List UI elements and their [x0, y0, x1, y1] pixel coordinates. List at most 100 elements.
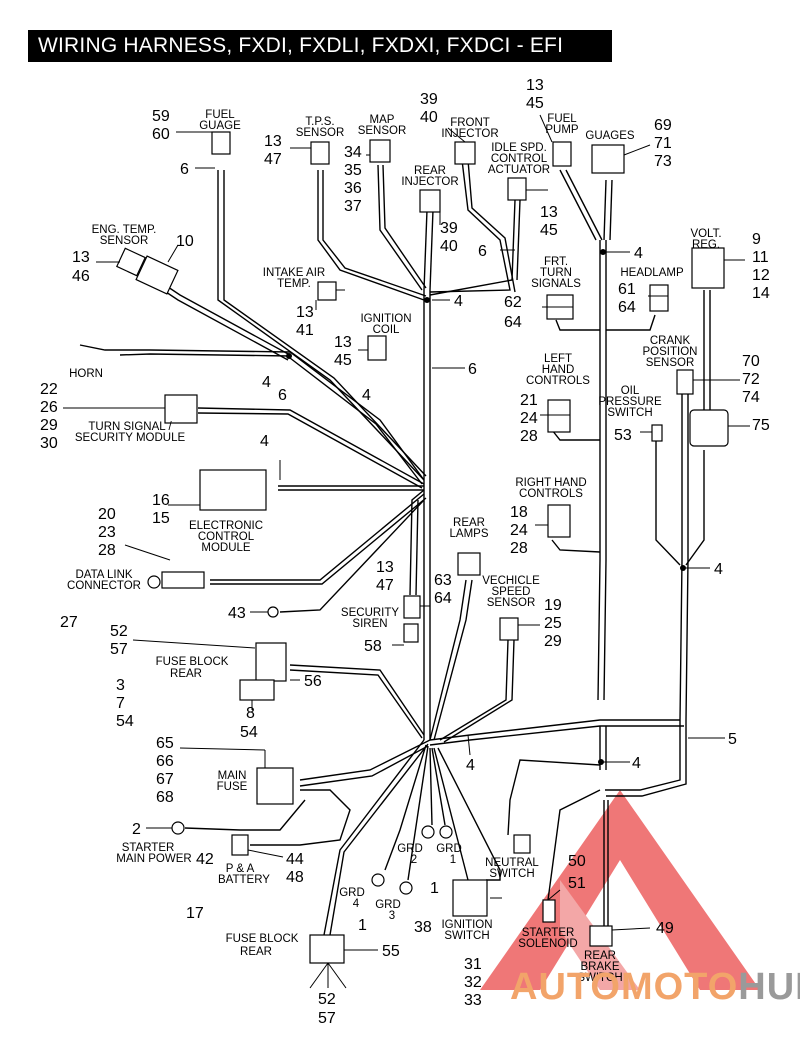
callout-75: 75	[752, 417, 770, 434]
callout-6: 6	[478, 243, 487, 260]
callout-41: 41	[296, 322, 314, 339]
callout-39: 39	[440, 220, 458, 237]
callout-6: 6	[180, 161, 189, 178]
callout-72: 72	[742, 371, 760, 388]
label-siren-2: SIREN	[352, 618, 387, 630]
main-fuse	[256, 767, 294, 805]
callout-26: 26	[40, 399, 58, 416]
callout-56: 56	[304, 673, 322, 690]
callout-70: 70	[742, 353, 760, 370]
callout-4: 4	[466, 757, 475, 774]
callout-45: 45	[334, 352, 352, 369]
label-ignition-coil-1: IGNITION	[360, 313, 411, 325]
callout-47: 47	[264, 151, 282, 168]
label-vss-2: SPEED	[492, 586, 531, 598]
rear-injector-connector	[419, 189, 441, 213]
callout-4: 4	[262, 374, 271, 391]
callout-29: 29	[40, 417, 58, 434]
callout-68: 68	[156, 789, 174, 806]
label-map-2: SENSOR	[358, 125, 407, 137]
label-ecm-1: ELECTRONIC	[189, 520, 263, 532]
callout-13: 13	[296, 304, 314, 321]
callout-7: 7	[116, 695, 125, 712]
label-battery-2: BATTERY	[218, 874, 270, 886]
callout-48: 48	[286, 869, 304, 886]
callout-34: 34	[344, 144, 362, 161]
label-right-hand-2: CONTROLS	[519, 488, 583, 500]
label-neutral-1: NEUTRAL	[485, 857, 539, 869]
callout-17: 17	[186, 905, 204, 922]
callout-4: 4	[454, 293, 463, 310]
label-left-hand-1: LEFT	[544, 353, 572, 365]
label-eng-temp-1: ENG. TEMP.	[92, 224, 157, 236]
callout-30: 30	[40, 435, 58, 452]
harness-wires	[79, 159, 711, 936]
label-fuse-rear2-1: FUSE BLOCK	[226, 933, 299, 945]
callout-62: 62	[504, 294, 522, 311]
crank-sensor	[676, 369, 694, 395]
label-left-hand-2: HAND	[542, 364, 575, 376]
eng-temp-connector	[116, 247, 146, 277]
callout-55: 55	[382, 943, 400, 960]
callout-11: 11	[752, 249, 769, 266]
label-grd4-1: GRD	[339, 887, 365, 899]
callout-1: 1	[430, 880, 439, 897]
label-brake-2: BRAKE	[581, 961, 620, 973]
leader-lines	[63, 114, 750, 989]
ground-terminals	[147, 575, 453, 895]
callout-69: 69	[654, 117, 672, 134]
junctions	[286, 249, 686, 765]
callout-71: 71	[654, 135, 672, 152]
oil-pressure-switch	[651, 424, 663, 442]
watermark-text: AUTOMOTOHUB	[510, 966, 800, 1009]
callout-13: 13	[540, 204, 558, 221]
callout-64: 64	[504, 314, 522, 331]
callout-4: 4	[632, 755, 641, 772]
label-volt-reg-1: VOLT.	[690, 228, 721, 240]
callout-46: 46	[72, 268, 90, 285]
watermark-logo	[480, 790, 760, 990]
callout-59: 59	[152, 108, 170, 125]
callout-8: 8	[246, 705, 255, 722]
watermark-part1: AUTO	[510, 966, 621, 1008]
rear-lamps-connector	[457, 552, 481, 576]
watermark-part2: MOTO	[620, 966, 739, 1008]
fuel-gauge-connector	[211, 131, 231, 155]
label-grd1-1: GRD	[436, 843, 462, 855]
callout-33: 33	[464, 992, 482, 1009]
label-grd2-1: GRD	[397, 843, 423, 855]
fuse-block-top-lower	[239, 679, 275, 701]
label-intake-1: INTAKE AIR	[263, 267, 325, 279]
callout-36: 36	[344, 180, 362, 197]
fuse-block-top	[255, 642, 287, 682]
battery-terminal	[231, 834, 249, 856]
callout-6: 6	[468, 361, 477, 378]
callout-53: 53	[614, 427, 632, 444]
label-right-hand-1: RIGHT HAND	[515, 477, 586, 489]
label-guages: GUAGES	[585, 130, 635, 142]
label-horn: HORN	[69, 368, 103, 380]
callout-4: 4	[634, 245, 643, 262]
label-frt-turn-2: TURN	[540, 267, 572, 279]
label-neutral-2: SWITCH	[489, 868, 534, 880]
callout-52: 52	[318, 991, 336, 1008]
callout-43: 43	[228, 605, 246, 622]
front-injector-connector	[454, 141, 476, 165]
turn-signal-module	[164, 394, 198, 424]
callout-10: 10	[176, 233, 194, 250]
callout-14: 14	[752, 285, 770, 302]
callout-73: 73	[654, 153, 672, 170]
callout-21: 21	[520, 392, 538, 409]
guages-connector	[591, 144, 625, 174]
label-ign-switch-2: SWITCH	[444, 930, 489, 942]
label-ignition-coil-2: COIL	[373, 324, 400, 336]
label-rear-lamps-1: REAR	[453, 517, 485, 529]
callout-4: 4	[260, 433, 269, 450]
callout-67: 67	[156, 771, 174, 788]
label-oil-1: OIL	[621, 385, 640, 397]
callout-64: 64	[434, 590, 452, 607]
callout-57: 57	[110, 641, 128, 658]
callout-18: 18	[510, 504, 528, 521]
label-grd4-2: 4	[353, 898, 360, 910]
